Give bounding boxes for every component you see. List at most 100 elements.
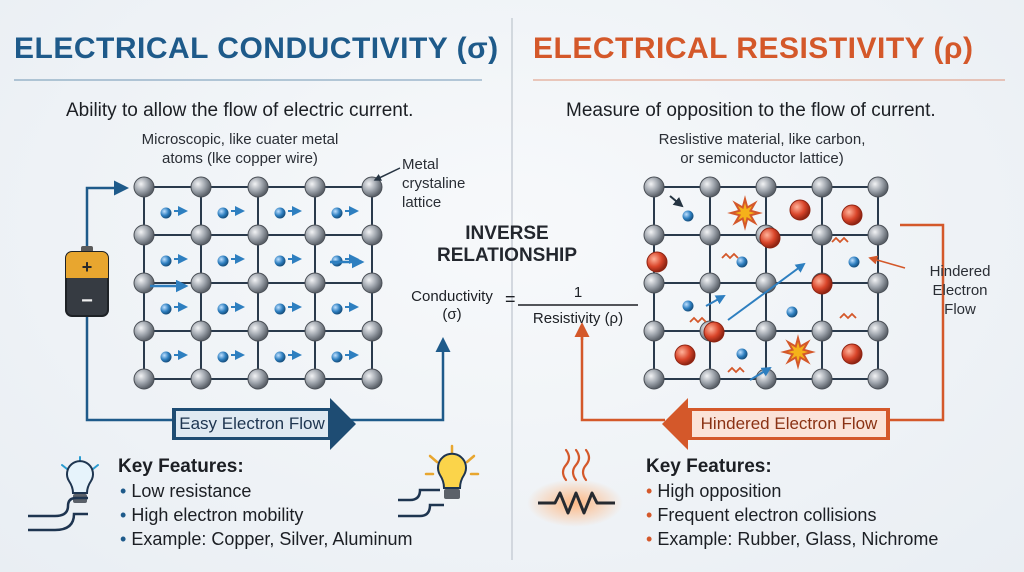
electron	[848, 256, 860, 268]
equation-lhs: Conductivity (σ)	[402, 288, 502, 324]
metal-atom	[811, 320, 833, 342]
metal-atom	[190, 272, 212, 294]
inverse-heading-line2: RELATIONSHIP	[436, 245, 578, 266]
electron	[274, 207, 286, 219]
metal-atom	[133, 320, 155, 342]
metal-atom	[304, 224, 326, 246]
impurity-atom	[789, 199, 811, 221]
lattice-label: Metal crystaline lattice	[402, 155, 465, 212]
metal-atom	[811, 176, 833, 198]
metal-atom	[867, 272, 889, 294]
electron	[217, 303, 229, 315]
impurity-atom	[811, 273, 833, 295]
collision-mark	[689, 316, 707, 324]
resistor-caption: Reslistive material, like carbon, or sem…	[632, 130, 892, 168]
electron	[160, 207, 172, 219]
equation-equals: =	[505, 289, 516, 309]
wire-icon	[28, 496, 88, 518]
conductor-caption-line2: atoms (lke copper wire)	[162, 150, 318, 167]
metal-atom	[247, 224, 269, 246]
resistor-caption-line2: or semiconductor lattice)	[680, 150, 844, 167]
metal-atom	[247, 320, 269, 342]
inverse-heading-line1: INVERSE	[465, 223, 549, 244]
hindered-label: Hindered Electron Flow	[910, 262, 1010, 319]
left-key-features-heading: Key Features:	[118, 456, 244, 477]
conductor-lattice	[133, 176, 383, 390]
metal-atom	[133, 368, 155, 390]
scattered-electron-arrow	[705, 295, 726, 307]
equation-lhs-line2: (σ)	[442, 306, 462, 323]
metal-atom	[133, 176, 155, 198]
electron	[274, 351, 286, 363]
metal-atom	[361, 176, 383, 198]
collision-burst	[780, 334, 816, 370]
metal-atom	[361, 368, 383, 390]
conductivity-definition: Ability to allow the flow of electric cu…	[66, 100, 414, 121]
hindered-label-line3: Flow	[944, 301, 976, 318]
metal-atom	[755, 176, 777, 198]
metal-atom	[133, 224, 155, 246]
metal-atom	[643, 176, 665, 198]
list-item: • Low resistance	[120, 481, 252, 501]
equation-lhs-line1: Conductivity	[411, 288, 493, 305]
metal-atom	[867, 320, 889, 342]
lattice-label-line1: Metal	[402, 156, 439, 173]
metal-atom	[304, 368, 326, 390]
metal-atom	[699, 224, 721, 246]
metal-atom	[867, 224, 889, 246]
list-item: • High opposition	[646, 481, 782, 501]
metal-atom	[247, 368, 269, 390]
impurity-atom	[841, 204, 863, 226]
metal-atom	[755, 320, 777, 342]
svg-text:+: +	[82, 257, 93, 277]
metal-atom	[190, 176, 212, 198]
battery-icon: + −	[65, 246, 109, 317]
electron	[331, 303, 343, 315]
metal-atom	[190, 224, 212, 246]
impurity-atom	[674, 344, 696, 366]
list-item: • Frequent electron collisions	[646, 505, 877, 525]
electron	[217, 255, 229, 267]
metal-atom	[755, 272, 777, 294]
impurity-atom	[759, 227, 781, 249]
metal-atom	[755, 368, 777, 390]
metal-atom	[811, 368, 833, 390]
impurity-atom	[841, 343, 863, 365]
left-circuit	[85, 180, 451, 422]
collision-burst	[727, 195, 763, 231]
electron	[274, 255, 286, 267]
metal-atom	[699, 368, 721, 390]
conductivity-title: ELECTRICAL CONDUCTIVITY (σ)	[14, 32, 499, 65]
electron	[160, 303, 172, 315]
easy-flow-arrow	[172, 398, 356, 450]
svg-text:−: −	[81, 290, 93, 312]
metal-atom	[643, 368, 665, 390]
metal-atom	[190, 320, 212, 342]
metal-atom	[247, 272, 269, 294]
hindered-flow-arrow	[662, 398, 890, 450]
resistivity-title: ELECTRICAL RESISTIVITY (ρ)	[533, 32, 974, 65]
list-item: • Example: Rubber, Glass, Nichrome	[646, 529, 939, 549]
collision-mark	[721, 252, 739, 260]
electron	[331, 351, 343, 363]
hindered-flow-label: Hindered Electron Flow	[700, 414, 878, 433]
metal-atom	[133, 272, 155, 294]
electron	[736, 256, 748, 268]
right-features-list: • High opposition • Frequent electron co…	[646, 479, 938, 551]
resistor-lattice	[643, 176, 889, 390]
collision-mark	[831, 236, 849, 244]
inverse-relationship-heading: INVERSE RELATIONSHIP	[430, 223, 584, 267]
resistor-caption-line1: Reslistive material, like carbon,	[658, 131, 866, 148]
metal-atom	[643, 224, 665, 246]
hindered-label-line2: Electron	[932, 282, 988, 299]
electron	[736, 348, 748, 360]
easy-flow-label: Easy Electron Flow	[179, 414, 325, 433]
metal-atom	[811, 224, 833, 246]
electron	[217, 351, 229, 363]
electron	[786, 306, 798, 318]
metal-atom	[361, 272, 383, 294]
right-key-features-heading: Key Features:	[646, 456, 772, 477]
lattice-label-line3: lattice	[402, 194, 442, 211]
electron	[274, 303, 286, 315]
